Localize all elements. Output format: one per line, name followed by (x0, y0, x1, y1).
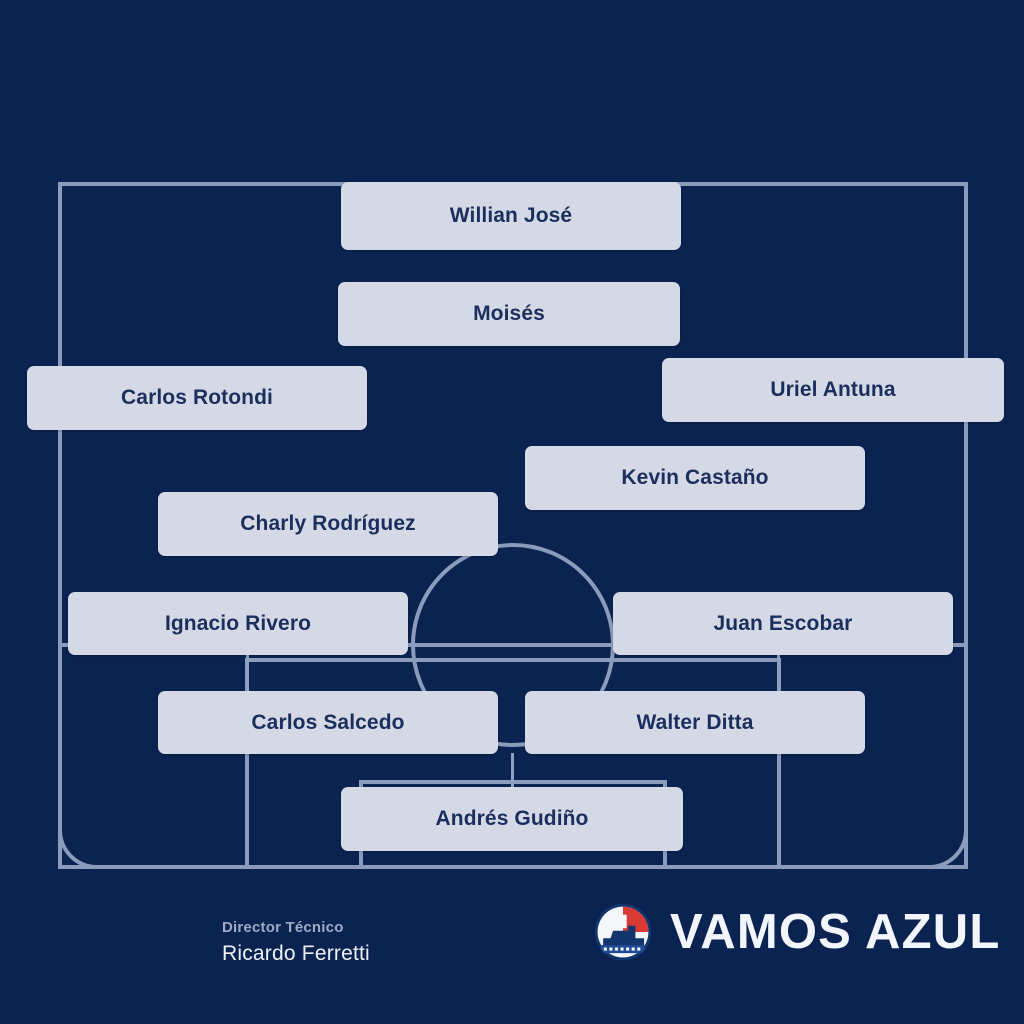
player-card[interactable]: Juan Escobar (613, 592, 953, 655)
connector-line (246, 654, 249, 692)
train-badge-logo-icon (592, 901, 654, 963)
player-card[interactable]: Willian José (341, 182, 681, 250)
coach-block: Director Técnico Ricardo Ferretti (222, 919, 370, 967)
player-card[interactable]: Andrés Gudiño (341, 787, 683, 851)
penalty-area-bottom (245, 658, 781, 867)
corner-arc-bottom-left (58, 829, 98, 869)
player-card[interactable]: Walter Ditta (525, 691, 865, 754)
player-card[interactable]: Ignacio Rivero (68, 592, 408, 655)
corner-arc-bottom-right (928, 829, 968, 869)
coach-name: Ricardo Ferretti (222, 941, 370, 965)
brand-block: VAMOS AZUL (592, 901, 1000, 963)
connector-line (511, 753, 514, 788)
player-card[interactable]: Charly Rodríguez (158, 492, 498, 556)
player-card[interactable]: Kevin Castaño (525, 446, 865, 510)
connector-line (777, 654, 780, 692)
coach-role-label: Director Técnico (222, 919, 344, 936)
brand-name: VAMOS AZUL (670, 904, 1001, 959)
player-card[interactable]: Carlos Salcedo (158, 691, 498, 754)
player-card[interactable]: Carlos Rotondi (27, 366, 367, 430)
player-card[interactable]: Moisés (338, 282, 680, 346)
player-card[interactable]: Uriel Antuna (662, 358, 1004, 422)
